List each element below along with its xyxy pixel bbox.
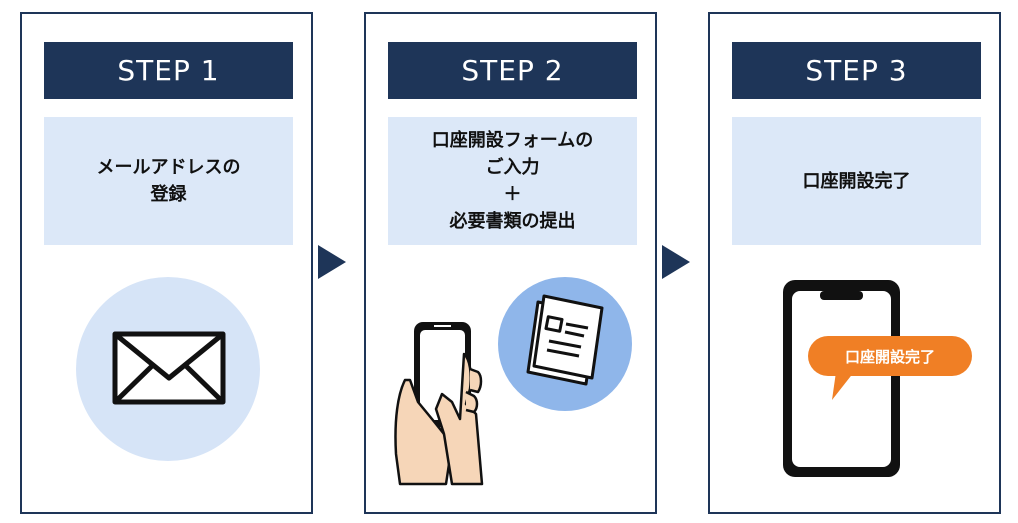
step-3-panel: STEP 3 口座開設完了 口座開設完了: [708, 12, 1001, 514]
step-2-line-3: ＋: [503, 184, 522, 205]
smartphone-icon: [414, 322, 471, 427]
document-icon: [526, 294, 604, 386]
step-1-line-1: メールアドレスの: [96, 157, 241, 178]
envelope-illustration: [76, 277, 260, 461]
arrow-right-icon: [318, 245, 346, 279]
speech-bubble-icon: [808, 336, 972, 400]
step-3-line-1: 口座開設完了: [802, 170, 911, 192]
phone-document-illustration: [394, 277, 632, 486]
step-1-panel: STEP 1 メールアドレスの 登録: [20, 12, 313, 514]
step-2-panel: STEP 2 口座開設フォームの ご入力 ＋ 必要書類の提出: [364, 12, 657, 514]
hand-icon: [394, 352, 484, 486]
step-2-title: STEP 2: [388, 42, 637, 99]
step-1-line-2: 登録: [150, 184, 187, 205]
step-3-title: STEP 3: [732, 42, 981, 99]
completion-bubble-text: 口座開設完了: [844, 347, 935, 366]
step-2-line-2: ご入力: [485, 157, 540, 178]
step-1-title: STEP 1: [44, 42, 293, 99]
step-1-description: メールアドレスの 登録: [44, 117, 293, 245]
arrow-right-icon: [662, 245, 690, 279]
step-2-description: 口座開設フォームの ご入力 ＋ 必要書類の提出: [388, 117, 637, 245]
envelope-icon: [112, 331, 226, 405]
step-2-line-4: 必要書類の提出: [449, 211, 576, 232]
completion-illustration: [783, 280, 972, 477]
step-2-line-1: 口座開設フォームの: [431, 130, 594, 151]
step-3-description: 口座開設完了: [732, 117, 981, 245]
